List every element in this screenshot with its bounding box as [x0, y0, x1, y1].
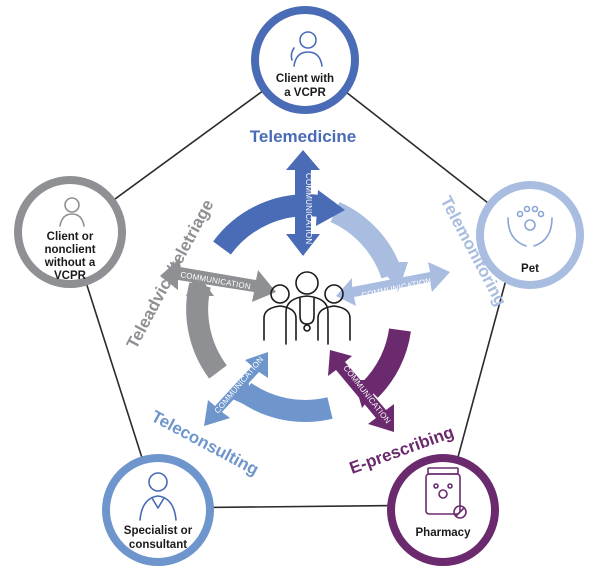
vet-team-icon [263, 271, 351, 345]
node-client-no-vcpr: Client or nonclient without a VCPR [14, 176, 126, 288]
node-pharmacy: Pharmacy [387, 454, 499, 566]
person-pet-gray-icon [59, 197, 85, 227]
paw-hands-icon [507, 205, 553, 247]
node-specialist-line1: Specialist or [124, 525, 193, 537]
node-specialist-line2: consultant [129, 539, 187, 551]
ring-arc-teleadvice [186, 282, 228, 379]
comm-arrow-top: COMMUNICATION [286, 150, 320, 256]
node-client-no-vcpr-line1: Client or [47, 231, 94, 243]
node-client-no-vcpr-line4: VCPR [54, 270, 87, 282]
node-specialist: Specialist or consultant [102, 454, 214, 566]
node-pharmacy-label: Pharmacy [416, 527, 472, 539]
node-client-no-vcpr-line3: without a [44, 257, 96, 269]
node-client-vcpr-line1: Client with [276, 73, 334, 85]
pill-bottle-icon [425, 467, 467, 519]
specialist-icon [139, 472, 177, 521]
ring-arrowhead-top [316, 190, 345, 226]
node-client-no-vcpr-line2: nonclient [44, 244, 95, 256]
node-client-vcpr: Client with a VCPR [251, 6, 359, 114]
ring-arc-teleconsulting [238, 382, 333, 422]
person-pet-icon [290, 31, 323, 67]
node-pet: Pet [476, 181, 584, 289]
node-client-vcpr-line2: a VCPR [284, 87, 326, 99]
category-telemedicine: Telemedicine [250, 127, 356, 146]
node-pet-label: Pet [521, 263, 539, 275]
ring-arrowhead-left [186, 272, 214, 296]
comm-label-top: COMMUNICATION [304, 173, 313, 244]
